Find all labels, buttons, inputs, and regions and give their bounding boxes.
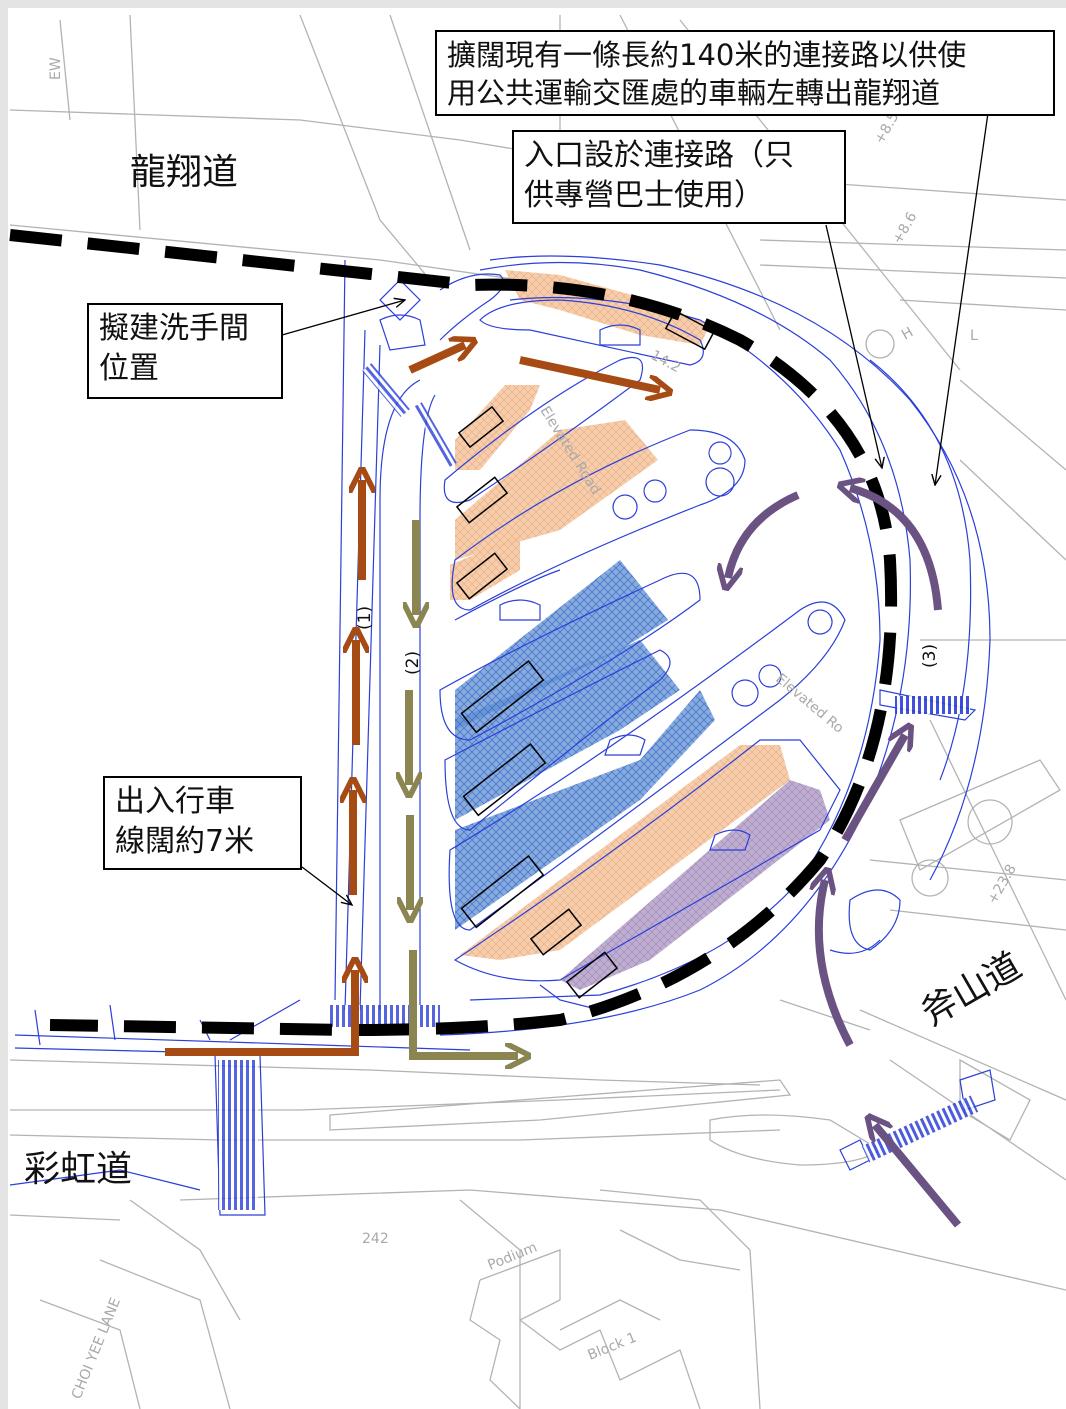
label-lot: 242 [362,1231,389,1247]
route-2-arrows [409,520,518,1056]
place-choi-hung-road: 彩虹道 [24,1149,133,1190]
label-h: H [899,324,916,343]
bay-orange-4 [460,745,790,960]
route-1-arrow-e [519,356,660,390]
boundary-line [9,229,898,1037]
bay-orange-1 [455,385,540,470]
route-2-label: (2) [403,651,423,675]
route-3-arrow-curve [819,880,854,1047]
route-3-arrows [728,488,962,1228]
route-3-arrow-turn [728,491,800,578]
route-3-arrow-up [841,735,905,842]
label-elevated-road-lower: Elevated Ro [772,671,846,737]
route-3-label: (3) [920,644,940,668]
route-1-arrow-d [408,345,465,374]
callout-lane-width: 出入行車 線闊約7米 [103,776,302,870]
label-lane: CHOI YEE LANE [69,1296,124,1402]
label-l: L [970,328,978,344]
route-1-entry-arrow [165,970,355,1056]
bay-blue-3 [455,690,715,930]
route-2-exit-arrow [409,950,518,1056]
bay-blue-2 [455,640,680,820]
callout-entrance: 入口設於連接路（只 供專營巴士使用） [512,130,846,224]
leader-lines [281,112,989,905]
bays [450,270,830,990]
route-1-arrows [165,345,660,1056]
label-level-4: 14.2 [648,347,683,376]
base-map-gray [9,14,1066,1409]
route-3-arrow-loop [850,488,942,611]
callout-connecting-road: 擴闊現有一條長約140米的連接路以供使 用公共運輸交匯處的車輛左轉出龍翔道 [435,30,1055,116]
place-lung-cheung-road: 龍翔道 [130,152,239,193]
bay-orange-2 [455,420,658,560]
route-3-arrow-entry [875,1125,962,1228]
label-block: Block 1 [586,1330,639,1364]
label-level-2: +8.6 [890,209,921,247]
bay-purple [560,780,830,990]
label-ew: EW [48,57,64,80]
callout-toilet: 擬建洗手間 位置 [87,303,283,399]
label-level-3: +23.8 [985,862,1020,907]
route-1-label: (1) [355,606,375,630]
bay-markers [455,309,716,999]
bay-orange-3 [450,535,520,600]
bay-blue-1 [455,560,668,730]
